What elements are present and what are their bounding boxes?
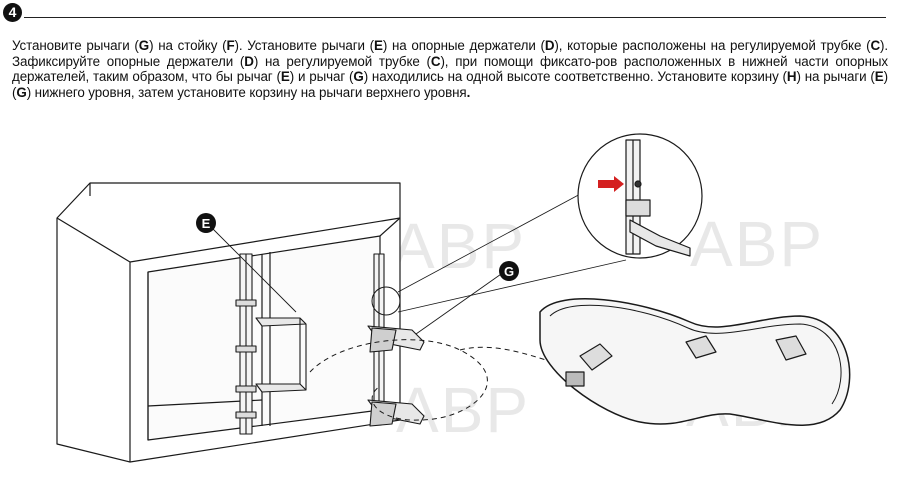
post-left bbox=[235, 253, 307, 435]
instruction-label: C bbox=[430, 53, 441, 69]
callout-g-marker: G bbox=[499, 261, 519, 281]
step-badge: 4 bbox=[3, 3, 22, 22]
instruction-text-run: ) на опорные держатели ( bbox=[382, 38, 545, 53]
callout-g-label: G bbox=[504, 264, 514, 279]
instruction-label: D bbox=[244, 53, 254, 69]
callout-e-marker: E bbox=[196, 213, 216, 233]
instruction-label: H bbox=[786, 69, 797, 85]
detail-inset bbox=[577, 133, 703, 259]
instruction-label: E bbox=[874, 69, 884, 85]
callout-e-label: E bbox=[202, 216, 211, 231]
instruction-text-run: ) на регулируемой трубке ( bbox=[253, 53, 431, 69]
instruction-text-run: ). Установите рычаги ( bbox=[234, 38, 375, 53]
instruction-text: Установите рычаги (G) на стойку (F). Уст… bbox=[12, 38, 888, 100]
instruction-text-run: ), которые расположены на регулируемой т… bbox=[554, 38, 871, 53]
post-right bbox=[367, 253, 425, 427]
instruction-label: D bbox=[544, 38, 555, 53]
instruction-text-run: ) и рычаг ( bbox=[289, 69, 354, 85]
watermark: ABP bbox=[690, 208, 825, 280]
basket-drawing bbox=[539, 298, 851, 426]
instruction-label: . bbox=[466, 84, 471, 100]
instruction-label: G bbox=[138, 38, 150, 53]
instruction-text-run: ), при помощи фиксато-ров расположенных … bbox=[12, 53, 888, 85]
instruction-text-run: ). Зафиксируйте опорные держатели ( bbox=[12, 38, 888, 69]
instruction-text-run: ) ( bbox=[12, 69, 888, 100]
instruction-text-run: ) на рычаги ( bbox=[796, 69, 875, 85]
cabinet-drawing bbox=[56, 182, 401, 463]
header-rule bbox=[24, 17, 886, 18]
instruction-label: E bbox=[374, 38, 383, 53]
instruction-text-run: ) на стойку ( bbox=[149, 38, 227, 53]
instruction-label: E bbox=[280, 69, 290, 85]
instruction-label: G bbox=[353, 69, 364, 85]
instruction-text-run: Установите рычаги ( bbox=[12, 38, 139, 53]
red-arrow-icon bbox=[598, 176, 624, 192]
instruction-label: C bbox=[870, 38, 881, 53]
instruction-text-run: ) нижнего уровня, затем установите корзи… bbox=[26, 84, 467, 100]
instruction-text-run: ) находились на одной высоте соответстве… bbox=[363, 69, 787, 85]
instruction-label: G bbox=[16, 84, 27, 100]
instruction-label: F bbox=[226, 38, 235, 53]
